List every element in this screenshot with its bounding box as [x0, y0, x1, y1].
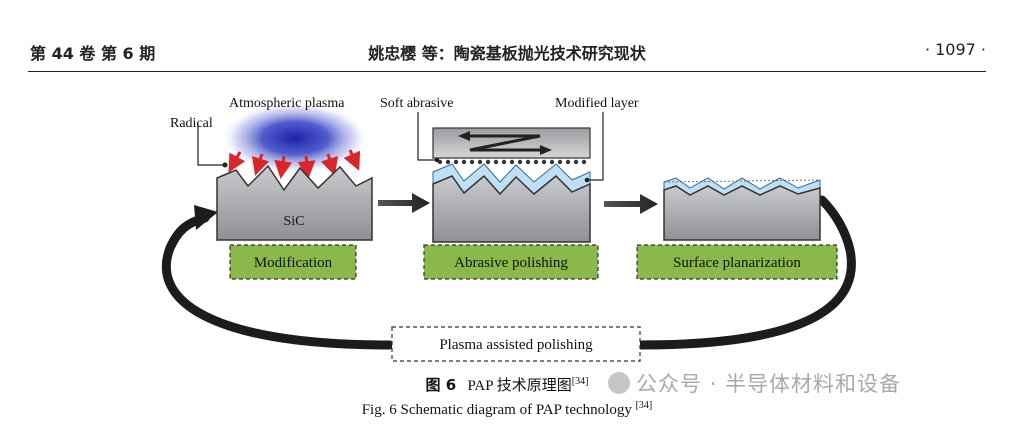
sic-block-3	[663, 185, 821, 241]
box-modification: Modification	[229, 244, 357, 280]
watermark-text: 公众号 · 半导体材料和设备	[636, 372, 902, 396]
box-abrasive-polishing-label: Abrasive polishing	[454, 255, 568, 271]
box-plasma-assisted-polishing: Plasma assisted polishing	[391, 326, 641, 362]
sic-block-1	[216, 164, 373, 241]
process-arrow-1	[378, 193, 430, 213]
header-rule	[28, 71, 986, 72]
sic-block-2	[432, 174, 591, 243]
modified-layer-leader	[588, 112, 604, 181]
article-running-title: 姚忠樱 等：陶瓷基板抛光技术研究现状	[368, 44, 646, 63]
label-soft-abrasive: Soft abrasive	[380, 96, 453, 111]
box-surface-planarization-label: Surface planarization	[673, 255, 801, 271]
caption-cn-text: PAP 技术原理图	[467, 378, 572, 394]
box-plasma-assisted-label: Plasma assisted polishing	[439, 337, 593, 353]
cycle-loop-arrow	[161, 213, 395, 350]
soft-abrasive-leader	[417, 112, 436, 161]
box-surface-planarization: Surface planarization	[636, 244, 838, 280]
caption-english: Fig. 6 Schematic diagram of PAP technolo…	[0, 400, 1014, 419]
caption-en-ref: [34]	[635, 400, 653, 411]
caption-cn-ref: [34]	[571, 376, 589, 387]
caption-chinese: 图 6 PAP 技术原理图[34]	[0, 374, 1014, 395]
pad-motion-z	[462, 134, 548, 152]
soft-abrasive-particles	[437, 159, 587, 165]
label-modified-layer: Modified layer	[555, 96, 639, 111]
caption-en-text: Fig. 6 Schematic diagram of PAP technolo…	[361, 402, 632, 418]
caption-cn-number: 图 6	[425, 376, 457, 394]
radical-arrows	[228, 149, 361, 179]
watermark: 公众号 · 半导体材料和设备	[608, 368, 901, 398]
label-radical: Radical	[170, 116, 213, 131]
page-number: · 1097 ·	[924, 40, 986, 59]
box-modification-label: Modification	[254, 255, 333, 271]
plasma-glow	[221, 102, 369, 174]
radical-leader	[197, 124, 224, 166]
label-atmospheric-plasma: Atmospheric plasma	[229, 96, 345, 111]
journal-volume: 第 44 卷 第 6 期	[30, 44, 156, 63]
cycle-loop-arrowhead	[194, 205, 218, 230]
label-sic: SiC	[283, 214, 304, 229]
box-abrasive-polishing: Abrasive polishing	[423, 244, 599, 280]
process-arrow-2	[604, 194, 658, 214]
wechat-icon	[608, 372, 630, 394]
